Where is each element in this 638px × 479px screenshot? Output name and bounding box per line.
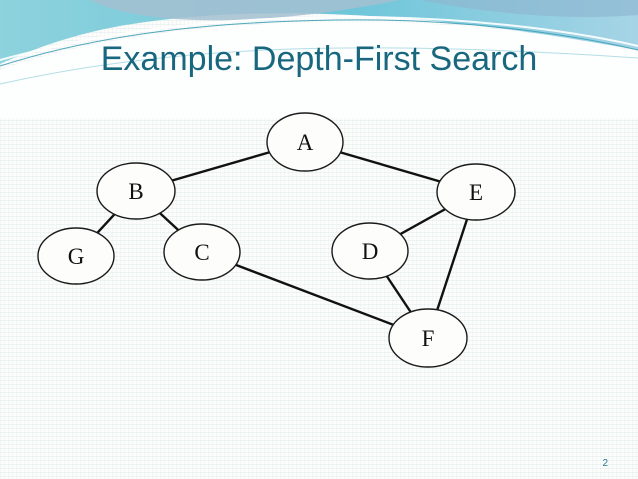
graph-node-label-G: G <box>68 244 85 269</box>
graph-node-F <box>388 308 468 368</box>
graph-edge-C-F <box>201 250 429 340</box>
graph-node-label-E: E <box>469 180 483 205</box>
graph-node-C <box>163 223 241 281</box>
graph-node-A <box>266 112 344 172</box>
page-number: 2 <box>602 458 608 469</box>
graph-node-label-C: C <box>194 240 209 265</box>
slide-title: Example: Depth-First Search <box>100 40 538 78</box>
graph-node-B <box>96 162 176 220</box>
header-wave-decoration <box>0 0 638 118</box>
graph-node-label-B: B <box>128 179 143 204</box>
graph-node-label-A: A <box>297 130 314 155</box>
graph-node-D <box>331 222 409 280</box>
graph-node-label-D: D <box>362 239 379 264</box>
graph-node-E <box>436 163 516 221</box>
graph-node-label-F: F <box>422 326 435 351</box>
graph-node-G <box>37 227 115 285</box>
